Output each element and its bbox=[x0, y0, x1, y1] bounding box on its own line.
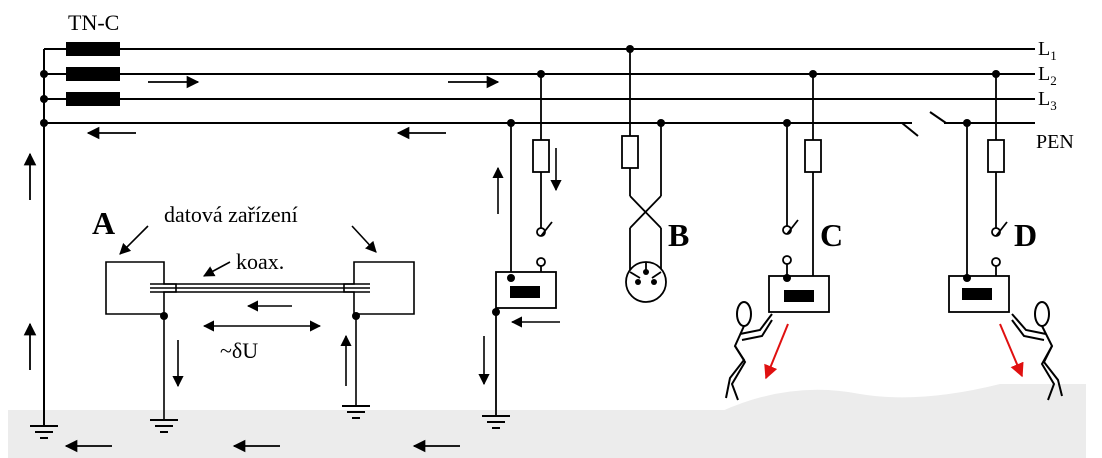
ground-symbol-appliance bbox=[482, 415, 510, 429]
section-b-nodes bbox=[626, 45, 665, 285]
earth-strip bbox=[8, 410, 1086, 458]
label-b: B bbox=[668, 217, 689, 253]
appliance-grounded-arrows bbox=[478, 148, 562, 386]
section-d-core bbox=[962, 288, 992, 300]
section-a-arrows bbox=[119, 225, 377, 388]
person-d bbox=[1011, 301, 1063, 401]
bus-lines bbox=[43, 48, 1035, 426]
appliance-grounded-core bbox=[510, 286, 540, 298]
section-a-grounds bbox=[150, 405, 370, 433]
label-l3: L3 bbox=[1038, 88, 1057, 113]
section-b bbox=[621, 49, 667, 303]
person-c bbox=[725, 301, 773, 401]
ground-symbol-source bbox=[30, 425, 58, 439]
pen-break-switch-left bbox=[901, 122, 919, 137]
label-devices: datová zařízení bbox=[164, 202, 298, 227]
label-l1: L1 bbox=[1038, 38, 1057, 63]
section-a bbox=[105, 261, 415, 420]
transformer-tn-c bbox=[66, 42, 120, 106]
label-l2: L2 bbox=[1038, 63, 1057, 88]
fault-arrow-c bbox=[764, 323, 789, 380]
label-a: A bbox=[92, 205, 115, 241]
section-c-nodes bbox=[783, 70, 817, 282]
current-arrows-bus bbox=[23, 75, 500, 370]
pen-break-switch-right bbox=[929, 111, 947, 124]
section-d bbox=[948, 74, 1010, 313]
label-coax: koax. bbox=[236, 249, 284, 274]
appliance-grounded-nodes bbox=[492, 70, 545, 316]
fault-arrow-d bbox=[999, 323, 1024, 378]
section-d-nodes bbox=[963, 70, 1000, 282]
label-d: D bbox=[1014, 217, 1037, 253]
appliance-grounded bbox=[495, 74, 557, 416]
label-c: C bbox=[820, 217, 843, 253]
system-label: TN-C bbox=[68, 10, 119, 35]
section-c-core bbox=[784, 290, 814, 302]
label-delta-u: ~δU bbox=[220, 338, 258, 363]
section-a-nodes bbox=[160, 312, 360, 320]
source-junctions bbox=[40, 70, 48, 127]
label-pen: PEN bbox=[1036, 131, 1074, 153]
section-c bbox=[768, 74, 830, 313]
